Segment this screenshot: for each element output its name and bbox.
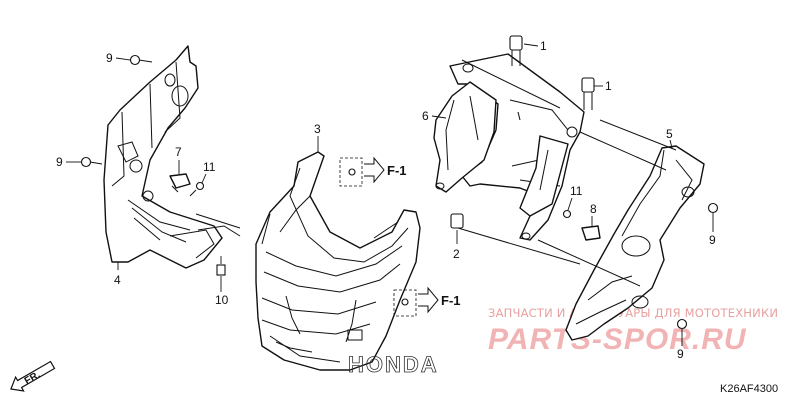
assembly-lines	[195, 119, 677, 287]
callout-9-b: 9	[56, 155, 63, 169]
front-direction-arrow: FR.	[10, 360, 56, 392]
bolt-10	[216, 256, 226, 276]
part-3-front-cover	[255, 151, 421, 371]
callout-4: 4	[114, 273, 121, 287]
grommet-1-b	[581, 77, 595, 110]
diagram-code: K26AF4300	[720, 383, 778, 395]
callout-11-a: 11	[203, 160, 216, 174]
screw-11-left	[189, 181, 205, 197]
callout-1-a: 1	[540, 39, 547, 53]
part-7-clip	[169, 173, 191, 193]
bolt-9-right-upper	[707, 202, 719, 214]
callouts: 1 1 2 3 4 5 6 7 8 9 9 9 9 10 11 11	[56, 39, 716, 361]
callout-2: 2	[453, 247, 460, 261]
callout-9-d: 9	[677, 347, 684, 361]
callout-9-c: 9	[709, 233, 716, 247]
part-4-side-cover	[103, 45, 241, 269]
bolt-9-mid-left	[80, 156, 103, 168]
honda-logo-text: HONDA	[348, 352, 439, 377]
callout-5: 5	[666, 127, 673, 141]
callout-9-a: 9	[106, 51, 113, 65]
callout-8: 8	[590, 202, 597, 216]
collar-2	[450, 213, 464, 229]
frame-ref-upper: F-1	[339, 156, 407, 187]
honda-logo: HONDA	[348, 352, 439, 378]
part-8-clip	[581, 225, 601, 241]
callout-10: 10	[215, 293, 229, 307]
callout-3: 3	[314, 122, 321, 136]
watermark: ЗАПЧАСТИ И АКСЕССУАРЫ ДЛЯ МОТОТЕХНИКИ PA…	[488, 306, 778, 356]
frame-ref-lower: F-1	[393, 286, 461, 317]
part-6-bracket	[433, 53, 585, 241]
frame-ref-lower-label: F-1	[441, 293, 461, 308]
watermark-tagline: ЗАПЧАСТИ И АКСЕССУАРЫ ДЛЯ МОТОТЕХНИКИ	[488, 306, 778, 320]
bolt-9-upper-left	[129, 54, 153, 66]
screw-11-right	[562, 209, 572, 219]
frame-ref-upper-label: F-1	[387, 163, 407, 178]
callout-11-b: 11	[570, 184, 583, 198]
callout-1-b: 1	[605, 79, 612, 93]
grommet-1-a	[509, 35, 523, 66]
callout-6: 6	[422, 109, 429, 123]
watermark-brand: PARTS-SPOR.RU	[488, 323, 747, 356]
bolt-9-right-lower	[676, 318, 688, 330]
callout-7: 7	[175, 145, 182, 159]
part-5-side-cover	[565, 145, 705, 341]
